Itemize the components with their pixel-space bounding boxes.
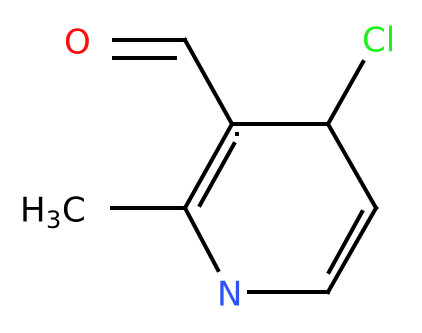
methyl-label: H 3 C: [20, 191, 86, 235]
methyl-subscript: 3: [46, 206, 61, 234]
bond-c3-cho: [182, 37, 235, 127]
bond-c3-c2: [182, 121, 235, 211]
bond-c3-c2-inner: [197, 141, 237, 208]
oxygen-label: O: [64, 23, 91, 63]
chlorine-label: Cl: [362, 21, 395, 61]
methyl-h: H: [20, 191, 46, 231]
nitrogen-label: N: [217, 275, 242, 315]
bond-c4-c5: [325, 121, 379, 211]
bond-c4-cl: [325, 59, 366, 127]
methyl-c: C: [62, 191, 86, 231]
bond-n-c2: [182, 205, 221, 273]
bond-c5-c6: [325, 205, 379, 295]
bond-c5-c6-inner: [326, 209, 365, 275]
